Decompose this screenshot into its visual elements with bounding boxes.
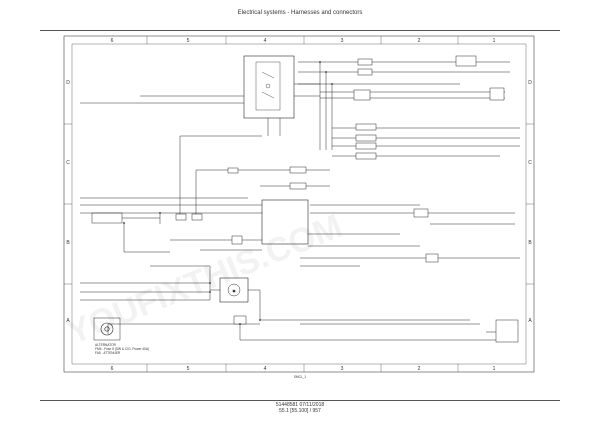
- sheet-reference: SMCL_1: [294, 375, 307, 379]
- row-label-b-left: B: [66, 240, 70, 246]
- alternator-line-2: FA5 - ATTENUER: [95, 351, 121, 355]
- watermark: YOUFIXTHIS.COM: [62, 207, 348, 352]
- page-footer: 51448581 07/11/2018 55.1 [55.100] / 957: [0, 402, 600, 414]
- svg-text:M: M: [233, 289, 236, 293]
- watermark-text: YOUFIXTHIS.COM: [62, 207, 348, 352]
- row-dividers: [64, 123, 534, 285]
- junction-dots: [123, 61, 333, 325]
- column-labels-top: 6 5 4 3 2 1: [111, 38, 496, 44]
- col-label-5-bottom: 5: [187, 366, 190, 372]
- col-label-1-bottom: 1: [493, 366, 496, 372]
- motor-symbol: M: [227, 283, 241, 297]
- col-label-6-bottom: 6: [111, 366, 114, 372]
- column-labels-bottom: 6 5 4 3 2 1: [111, 366, 496, 372]
- col-label-3-top: 3: [341, 38, 344, 44]
- alternator-label: ALTERNATOR: [95, 343, 117, 347]
- column-dividers: [146, 36, 459, 372]
- alternator-symbol: [93, 317, 121, 341]
- row-label-d-right: D: [528, 80, 532, 86]
- col-label-2-top: 2: [418, 38, 421, 44]
- row-labels-right: D C B A: [528, 80, 532, 324]
- row-label-c-left: C: [66, 160, 70, 166]
- col-label-6-top: 6: [111, 38, 114, 44]
- page-reference: 55.1 [55.100] / 957: [279, 408, 321, 414]
- page-title: Electrical systems - Harnesses and conne…: [237, 10, 363, 16]
- row-labels-left: D C B A: [66, 80, 70, 324]
- col-label-5-top: 5: [187, 38, 190, 44]
- col-label-4-top: 4: [264, 38, 267, 44]
- document-date: 51448581 07/11/2018: [275, 402, 325, 408]
- col-label-3-bottom: 3: [341, 366, 344, 372]
- component-label-group: ALTERNATOR FM5 - Fuse 5 (SW & CIG. Power…: [95, 343, 149, 355]
- connectors: [175, 55, 519, 343]
- wires: [80, 55, 520, 341]
- relay-internal: [261, 71, 275, 99]
- col-label-4-bottom: 4: [264, 366, 267, 372]
- alternator-line-1: FM5 - Fuse 5 (SW & CIG. Power 40A): [95, 347, 149, 351]
- row-label-c-right: C: [528, 160, 532, 166]
- header-rule: [40, 30, 560, 31]
- col-label-2-bottom: 2: [418, 366, 421, 372]
- row-label-a-right: A: [528, 318, 532, 324]
- row-label-d-left: D: [66, 80, 70, 86]
- row-label-b-right: B: [528, 240, 532, 246]
- row-label-a-left: A: [66, 318, 70, 324]
- footer-rule: [40, 400, 560, 401]
- col-label-1-top: 1: [493, 38, 496, 44]
